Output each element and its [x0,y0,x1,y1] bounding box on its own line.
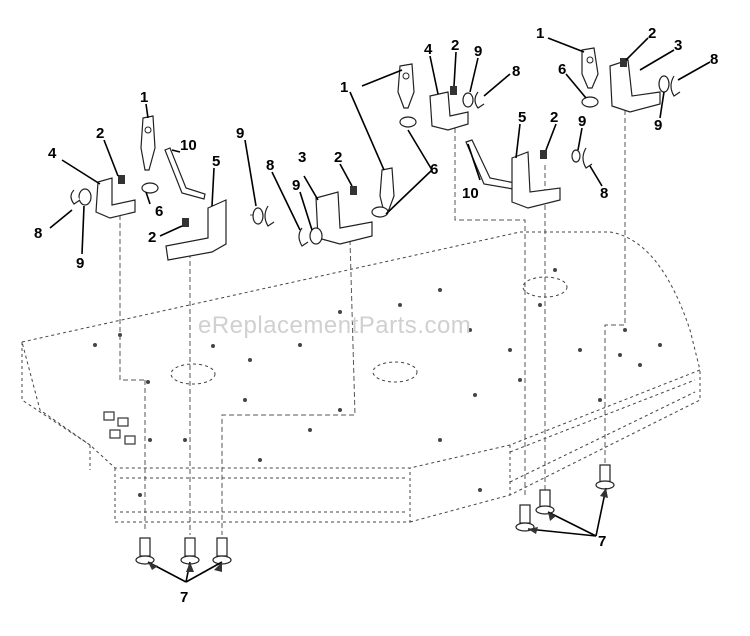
deck-bracket [511,151,561,209]
washer [658,75,670,93]
hair-pin-clip [474,91,485,109]
callout-2: 2 [96,125,104,142]
far-right-hinge-group [581,47,681,113]
callout-8: 8 [710,51,718,68]
hair-pin-clip [670,75,681,97]
clevis-pin [581,47,599,89]
washer [252,207,264,225]
callout-7: 7 [180,589,188,606]
hair-pin-clip [582,147,593,169]
leader-arrowheads [148,488,608,572]
callout-6: 6 [558,61,566,78]
carriage-bolt [135,537,155,565]
callout-9: 9 [578,113,586,130]
bushing [581,96,599,108]
callout-1: 1 [340,79,348,96]
hair-pin-clip [298,227,309,247]
hinge-bracket [609,59,661,113]
callout-9: 9 [474,43,482,60]
front-left-hinge-group [70,115,275,261]
rear-right-hinge-group [429,86,593,209]
callout-2: 2 [148,229,156,246]
callout-labels: 1 2 4 10 5 9 6 2 8 9 8 9 3 2 1 6 4 2 9 8… [34,25,718,606]
watermark-text: eReplacementParts.com [198,312,471,339]
callout-5: 5 [212,153,220,170]
bushing [141,182,159,194]
washer [462,92,474,108]
callout-9: 9 [654,117,662,134]
deck-mount-plates [103,411,136,445]
callout-2: 2 [648,25,656,42]
callout-8: 8 [266,157,274,174]
callout-1: 1 [140,89,148,106]
deck-skirt-lip [120,379,696,513]
callout-9: 9 [292,177,300,194]
washer [309,227,323,245]
deck-holes [93,268,662,497]
deck-left-skirt [21,342,91,446]
hex-nut [118,175,125,184]
deck-top-surface [21,231,701,469]
linkage-rod [164,147,206,200]
spindle-opening-left [170,363,216,385]
callout-8: 8 [512,63,520,80]
callout-8: 8 [34,225,42,242]
hex-nut [450,86,457,95]
callout-2: 2 [334,149,342,166]
callout-2: 2 [451,37,459,54]
spindle-opening-center [372,361,418,383]
callout-4: 4 [424,41,433,58]
callout-6: 6 [430,161,438,178]
bushing [371,206,389,218]
carriage-bolt [212,537,232,565]
washer [571,149,581,163]
carriage-bolt [180,537,200,565]
hair-pin-clip [264,205,275,227]
callout-1: 1 [536,25,544,42]
callout-3: 3 [298,149,306,166]
callout-5: 5 [518,109,526,126]
hex-nut [620,58,627,67]
hinge-bracket [429,91,469,131]
hinge-bracket [315,191,373,245]
deck-right-skirt [409,370,701,523]
callout-8: 8 [600,185,608,202]
carriage-bolt [535,489,555,515]
clevis-pin [379,167,395,213]
callout-10: 10 [462,185,479,202]
mower-deck [21,231,701,523]
callout-9: 9 [236,125,244,142]
callout-7: 7 [598,533,606,550]
callout-9: 9 [76,255,84,272]
hex-nut [182,218,189,227]
deck-front-skirt [114,468,411,523]
callout-6: 6 [155,203,163,220]
hinge-bracket [95,177,136,219]
deck-bracket [165,199,227,261]
clevis-pin [397,63,415,109]
hair-pin-clip [70,189,81,205]
leader-lines [49,37,711,583]
carriage-bolt [515,504,535,532]
callout-10: 10 [180,137,197,154]
carriage-bolts [135,464,615,565]
carriage-bolt [595,464,615,490]
callout-4: 4 [48,145,57,162]
hex-nut [540,150,547,159]
callout-2: 2 [550,109,558,126]
clevis-pin [140,115,156,171]
hex-nut [350,186,357,195]
center-hinge-group [298,63,417,247]
washer [78,188,92,206]
callout-3: 3 [674,37,682,54]
bushing [399,116,417,128]
